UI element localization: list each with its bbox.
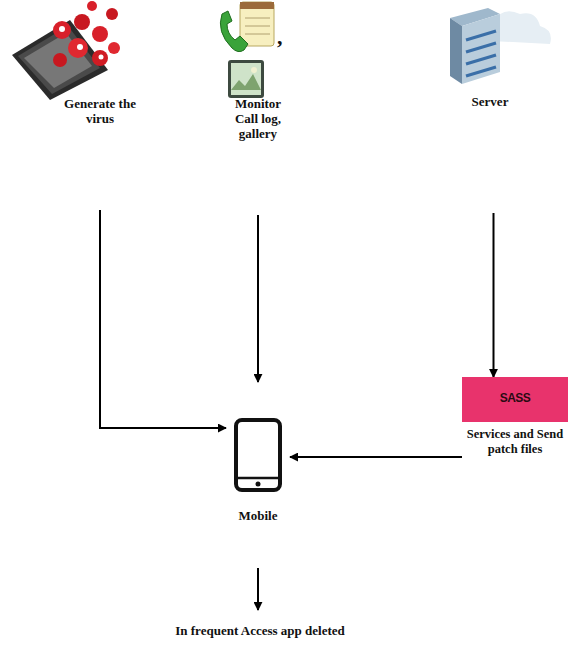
flow-arrow <box>290 456 462 458</box>
flow-arrow <box>257 568 259 610</box>
node-caption: In frequent Access app deleted <box>175 623 345 638</box>
node-caption: Services and Send patch files <box>462 427 568 457</box>
node-caption: Generate the virus <box>60 96 140 126</box>
gallery-icon <box>228 60 264 98</box>
server-icon <box>450 8 551 84</box>
flow-arrow <box>493 213 495 377</box>
node-caption: Mobile <box>226 508 290 523</box>
node-caption: Server <box>455 94 525 109</box>
end-state: In frequent Access app deleted <box>175 610 345 650</box>
mobile-device: Mobile <box>226 382 290 568</box>
icon-caption: Server <box>455 94 525 213</box>
saas-box: SASS Services and Send patch files <box>462 377 568 477</box>
icon-caption: Monitor Call log, gallery <box>223 96 293 215</box>
mobile-icon <box>236 420 280 490</box>
separator-mark: , <box>277 24 283 50</box>
icon-caption: Generate the virus <box>60 96 140 210</box>
flow-arrow <box>100 210 226 428</box>
box-title: SASS <box>462 377 568 422</box>
call-log-icon <box>220 2 274 52</box>
node-caption: Monitor Call log, gallery <box>223 96 293 141</box>
flow-arrow <box>257 215 259 382</box>
virus-icon <box>12 1 120 100</box>
